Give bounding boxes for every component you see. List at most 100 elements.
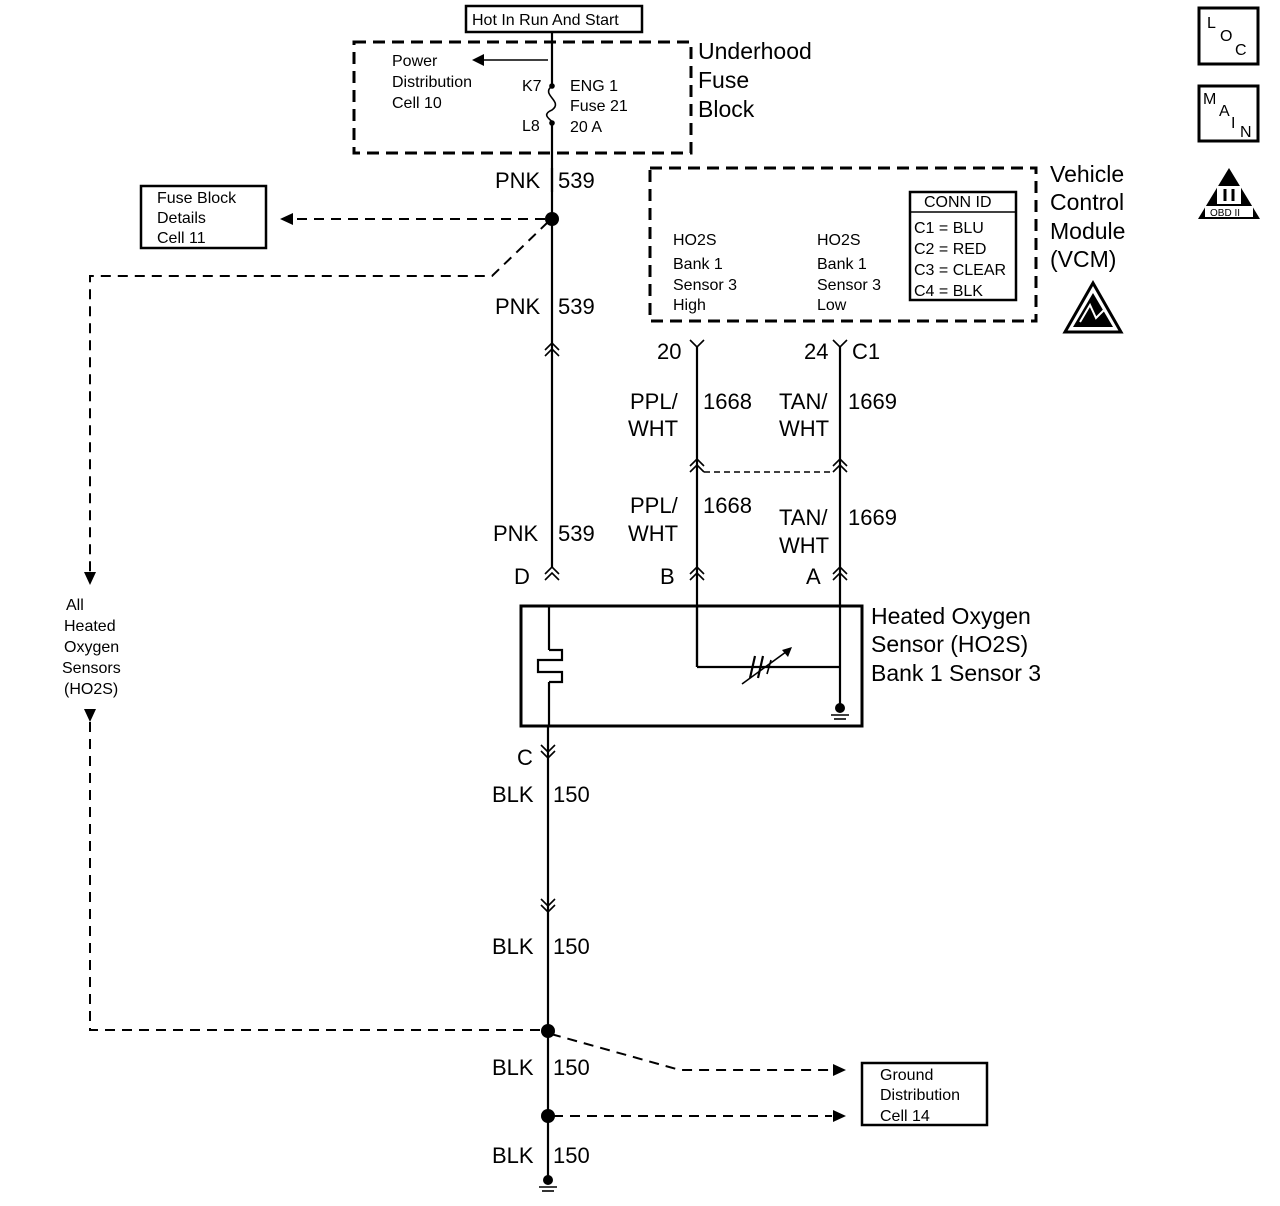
svg-text:Sensor 3: Sensor 3 [673,277,737,294]
svg-text:C2 = RED: C2 = RED [914,241,986,258]
svg-text:Power: Power [392,53,438,70]
svg-text:539: 539 [558,168,595,193]
fuse-icon [545,85,557,123]
svg-text:Distribution: Distribution [392,74,472,91]
svg-text:Sensor (HO2S): Sensor (HO2S) [871,631,1028,657]
underhood-fuse-block: Underhood Fuse Block Power Distribution … [352,32,812,155]
svg-text:WHT: WHT [779,533,829,558]
svg-text:BLK: BLK [492,1055,534,1080]
svg-text:HO2S: HO2S [817,232,861,249]
svg-text:Bank 1 Sensor 3: Bank 1 Sensor 3 [871,660,1041,686]
svg-text:1669: 1669 [848,505,897,530]
splice-node-blk [541,1024,555,1038]
svg-text:Vehicle: Vehicle [1050,161,1124,187]
svg-text:CONN ID: CONN ID [924,194,992,211]
ground-icon [835,703,845,713]
connector-c1: C1 [852,339,880,364]
ground-icon [539,1175,557,1192]
svg-text:C1 = BLU: C1 = BLU [914,220,984,237]
svg-text:C: C [1235,42,1247,59]
svg-text:A: A [1219,103,1230,120]
inline-connector-icon [540,898,556,914]
pin-l8: L8 [522,118,540,135]
svg-text:(VCM): (VCM) [1050,246,1116,272]
svg-text:All: All [66,597,84,614]
svg-text:High: High [673,297,706,314]
svg-text:Sensor 3: Sensor 3 [817,277,881,294]
svg-text:TAN/: TAN/ [779,505,828,530]
svg-text:C4 = BLK: C4 = BLK [914,283,983,300]
pin-a: A [806,564,821,589]
svg-text:BLK: BLK [492,1143,534,1168]
svg-text:20 A: 20 A [570,119,602,136]
svg-text:539: 539 [558,294,595,319]
svg-text:PPL/: PPL/ [630,493,679,518]
svg-text:ENG 1: ENG 1 [570,78,618,95]
svg-text:Distribution: Distribution [880,1087,960,1104]
svg-text:HO2S: HO2S [673,232,717,249]
splice-node-blk [541,1109,555,1123]
svg-text:O: O [1220,28,1232,45]
svg-text:Details: Details [157,210,206,227]
fuse-block-title-1: Underhood [698,38,812,64]
svg-text:150: 150 [553,1055,590,1080]
svg-text:Heated: Heated [64,618,116,635]
loc-icon[interactable]: L O C [1197,6,1260,66]
all-heated-oxygen-sensors-label: All Heated Oxygen Sensors (HO2S) [62,597,121,698]
svg-text:TAN/: TAN/ [779,389,828,414]
arrow-left-icon [280,213,293,225]
svg-text:Heated Oxygen: Heated Oxygen [871,603,1031,629]
pin-c: C [517,745,533,770]
svg-text:Sensors: Sensors [62,660,121,677]
pin-d: D [514,564,530,589]
svg-text:PNK: PNK [493,521,539,546]
svg-text:Fuse 21: Fuse 21 [570,98,628,115]
esd-warning-icon [1062,279,1124,334]
svg-text:1668: 1668 [703,389,752,414]
svg-text:M: M [1203,91,1216,108]
svg-text:1668: 1668 [703,493,752,518]
variable-cell-icon [741,647,792,685]
svg-text:Oxygen: Oxygen [64,639,119,656]
svg-text:Fuse Block: Fuse Block [157,190,237,207]
svg-text:539: 539 [558,521,595,546]
heater-element-icon [536,648,564,684]
fuse-block-title-3: Block [698,96,755,122]
arrow-down-icon [84,709,96,722]
arrow-down-icon [84,572,96,585]
svg-text:Cell 11: Cell 11 [157,230,206,247]
svg-text:C3 = CLEAR: C3 = CLEAR [914,262,1006,279]
fuse-block-details-box: Fuse Block Details Cell 11 [139,184,268,250]
svg-text:WHT: WHT [628,416,678,441]
inline-connector-icon [689,457,705,473]
hot-in-run-label-box: Hot In Run And Start [464,4,644,34]
svg-text:Hot In Run And Start: Hot In Run And Start [472,12,619,29]
svg-text:Control: Control [1050,189,1124,215]
svg-text:WHT: WHT [628,521,678,546]
inline-connector-icon [832,457,848,473]
svg-text:Bank 1: Bank 1 [817,256,867,273]
vehicle-control-module: Vehicle Control Module (VCM) HO2S Bank 1… [648,161,1125,323]
conn-id-table: CONN ID C1 = BLU C2 = RED C3 = CLEAR C4 … [908,190,1018,302]
svg-text:150: 150 [553,782,590,807]
svg-text:Cell 10: Cell 10 [392,95,442,112]
svg-text:Bank 1: Bank 1 [673,256,723,273]
arrow-left-icon [472,54,484,66]
main-icon[interactable]: M A I N [1197,84,1260,143]
svg-text:N: N [1240,124,1252,141]
splice-node-pnk [545,212,559,226]
arrow-right-icon [833,1064,846,1076]
svg-text:Cell 14: Cell 14 [880,1108,930,1125]
svg-text:PNK: PNK [495,168,541,193]
svg-text:(HO2S): (HO2S) [64,681,118,698]
svg-text:BLK: BLK [492,782,534,807]
pin-24: 24 [804,339,828,364]
svg-text:Module: Module [1050,218,1125,244]
svg-text:Low: Low [817,297,847,314]
svg-text:PPL/: PPL/ [630,389,679,414]
pin-k7: K7 [522,78,542,95]
svg-text:BLK: BLK [492,934,534,959]
svg-text:OBD II: OBD II [1210,208,1240,219]
obd-ii-icon[interactable]: OBD II [1198,168,1260,219]
